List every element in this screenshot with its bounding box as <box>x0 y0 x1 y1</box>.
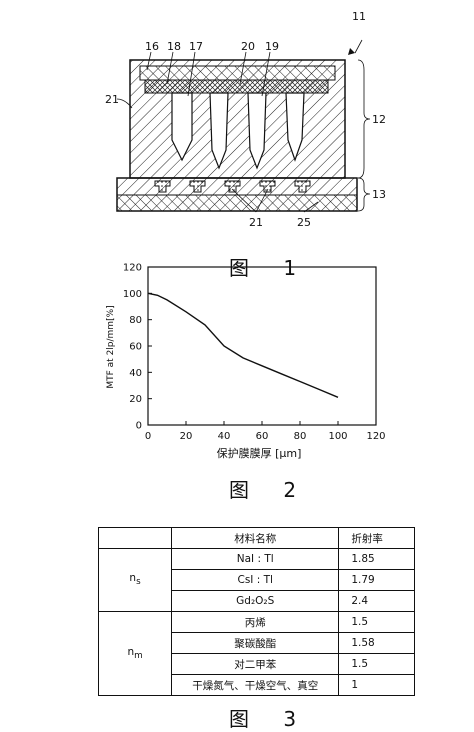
chart-ticks: 0 20 40 60 80 100 120 0 20 40 60 80 100 120 <box>123 263 386 443</box>
chart-y-tick-label: 60 <box>129 342 142 353</box>
chart-x-tick-label: 0 <box>145 431 151 442</box>
label-21-left: 21 <box>105 93 119 106</box>
label-12: 12 <box>372 113 386 126</box>
table-material-cell: Gd₂O₂S <box>171 590 340 612</box>
chart-y-tick-label: 100 <box>123 289 142 300</box>
photoelectric-elements <box>154 180 311 193</box>
figure2-caption: 图 2 <box>229 478 311 502</box>
table-material-cell: 丙烯 <box>171 611 340 633</box>
symbol-base: n <box>127 645 135 658</box>
table-material-cell: 聚碳酸酯 <box>171 632 340 654</box>
label-18: 18 <box>167 40 181 53</box>
chart-x-axis-label: 保护膜膜厚 [μm] <box>217 446 302 460</box>
chart-axes <box>147 266 377 426</box>
chart-x-tick-label: 120 <box>366 431 385 442</box>
reflective-layer <box>144 79 329 94</box>
figure3-caption: 图 3 <box>229 707 311 731</box>
chart-y-tick-label: 0 <box>136 421 142 432</box>
table-material-cell: NaI : Tl <box>171 548 340 570</box>
chart-y-tick-label: 80 <box>129 315 142 326</box>
chart-x-tick-label: 60 <box>256 431 269 442</box>
label-19: 19 <box>265 40 279 53</box>
chart-x-tick-label: 20 <box>180 431 193 442</box>
table-material-cell: 对二甲苯 <box>171 653 340 675</box>
table-index-cell: 1.5 <box>338 611 415 633</box>
table-material-cell: 干燥氮气、干燥空气、真空 <box>171 674 340 696</box>
table-symbol-cell: ns <box>97 548 173 612</box>
label-16: 16 <box>145 40 159 53</box>
chart-x-tick-label: 100 <box>328 431 347 442</box>
chart-plot-frame <box>147 266 377 426</box>
chart-y-tick-label: 20 <box>129 394 142 405</box>
table-index-cell: 1.58 <box>338 632 415 654</box>
mtf-chart: 0 20 40 60 80 100 120 0 20 40 60 80 100 120 保护膜膜厚 [μm… <box>106 263 386 461</box>
table-index-cell: 1 <box>338 674 415 696</box>
chart-x-tick-label: 80 <box>294 431 307 442</box>
symbol-base: n <box>129 572 137 585</box>
symbol-sub: s <box>136 577 141 588</box>
table-header-row: 材料名称折射率 <box>97 527 415 549</box>
table-symbol-cell: nm <box>97 611 173 696</box>
table-header-material: 材料名称 <box>171 527 340 549</box>
label-17: 17 <box>189 40 203 53</box>
chart-series-line <box>147 292 339 398</box>
table-index-cell: 1.85 <box>338 548 415 570</box>
figure1-caption: 图 1 <box>229 256 311 280</box>
table-index-cell: 2.4 <box>338 590 415 612</box>
figure1-diagram: 11 16 18 17 20 19 21 12 13 21 25 <box>105 10 386 229</box>
label-13: 13 <box>372 188 386 201</box>
table-header-symbol <box>97 527 173 549</box>
table-index-cell: 1.79 <box>338 569 415 591</box>
table-index-cell: 1.5 <box>338 653 415 675</box>
label-25: 25 <box>297 216 311 229</box>
table-material-cell: CsI : Tl <box>171 569 340 591</box>
label-11: 11 <box>352 10 366 23</box>
chart-y-tick-label: 120 <box>123 263 142 274</box>
chart-y-tick-label: 40 <box>129 368 142 379</box>
chart-y-axis-label: MTF at 2lp/mm[%] <box>106 305 116 388</box>
chart-x-tick-label: 40 <box>218 431 231 442</box>
label-20: 20 <box>241 40 255 53</box>
symbol-sub: m <box>134 651 143 662</box>
table-header-index: 折射率 <box>338 527 415 549</box>
label-21-bottom: 21 <box>249 216 263 229</box>
scintillator-columns <box>171 92 305 170</box>
